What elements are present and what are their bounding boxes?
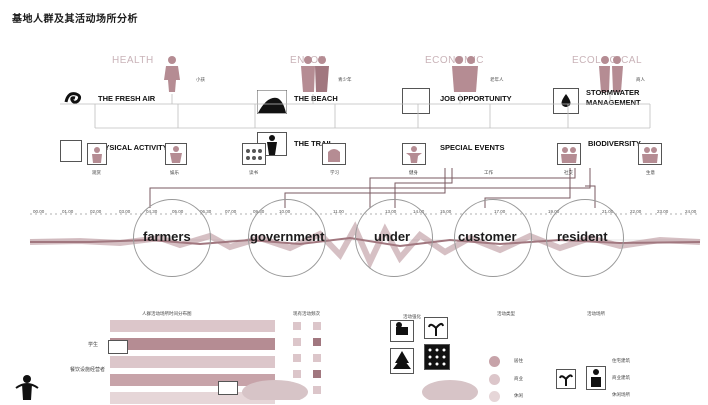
sprout-icon: [424, 317, 448, 339]
tree-silhouette-left: [240, 378, 310, 404]
page-title: 基地人群及其活动场所分析: [12, 14, 138, 25]
activity-fitness-icon: [402, 143, 426, 165]
place-icon-2: [586, 366, 606, 390]
tick-19: 24.00: [685, 209, 697, 214]
connector-lines: [60, 94, 651, 208]
dist-title: 人群活动场所时间分布图: [142, 311, 192, 316]
activity-read-icon: [242, 143, 266, 165]
activity-play-icon: [165, 143, 187, 165]
group-government: government: [250, 229, 325, 244]
activity-label-fitness: 健身: [409, 170, 418, 175]
value-beach: THE BEACH: [294, 94, 338, 103]
circle-under: [355, 199, 433, 277]
value-trail: THE TRAIL: [294, 139, 334, 148]
activity-label-watch: 观赏: [92, 170, 101, 175]
dist-bar-3: [110, 356, 275, 368]
elder-figure-icon: [448, 54, 482, 94]
activity-social-icon: [557, 143, 581, 165]
reading-person-icon: [390, 320, 414, 342]
dist-marker-1: [108, 340, 128, 354]
circle-customer: [454, 199, 532, 277]
solid-label: 活动强化: [403, 314, 421, 319]
type-dot-1: [489, 356, 500, 367]
tick-6: 06.30: [200, 209, 212, 214]
category-health: HEALTH: [112, 55, 154, 66]
row-label-student: 学生: [88, 342, 99, 348]
activity-label-play: 娱乐: [170, 170, 179, 175]
circle-farmers: [133, 199, 211, 277]
type-legend-1: 居住: [514, 358, 523, 363]
group-under: under: [374, 229, 411, 244]
tick-17: 22.00: [630, 209, 642, 214]
tick-0: 00.00: [33, 209, 45, 214]
type-legend-2: 商业: [514, 376, 523, 381]
row-label-vendor: 餐饮设施经营者: [70, 367, 106, 373]
tick-15: 19.00: [548, 209, 560, 214]
physical-box: [60, 140, 82, 162]
place-legend-2: 商业建筑: [612, 375, 630, 380]
circle-government: [248, 199, 326, 277]
dist-marker-2: [218, 381, 238, 395]
activity-label-social: 社交: [564, 170, 573, 175]
group-farmers: farmers: [143, 229, 191, 244]
tick-2: 02.00: [90, 209, 102, 214]
dist-bar-1: [110, 320, 275, 332]
person-with-hoop-icon: [12, 374, 42, 400]
activity-study-icon: [322, 143, 346, 165]
group-resident: resident: [557, 229, 608, 244]
tick-10: 11.00: [333, 209, 344, 214]
value-physical: PHYSICAL ACTIVITY: [94, 143, 168, 152]
group-customer: customer: [458, 229, 517, 244]
value-biodiversity: BIODIVERSITY: [588, 139, 641, 148]
tick-18: 23.00: [657, 209, 669, 214]
tick-1: 01.00: [62, 209, 74, 214]
place-title: 活动场所: [587, 311, 605, 316]
place-legend-1: 住宅建筑: [612, 358, 630, 363]
tick-3: 03.00: [119, 209, 131, 214]
category-who-child: 小孩: [196, 77, 205, 82]
category-who-elder: 老年人: [490, 77, 504, 82]
tree-silhouette-mid: [420, 376, 480, 404]
value-job: JOB OPPORTUNITY: [440, 94, 512, 103]
circle-resident: [546, 199, 624, 277]
category-who-merchant: 商人: [636, 77, 645, 82]
category-who-teen: 青少年: [338, 77, 352, 82]
tick-13: 15.00: [440, 209, 452, 214]
job-box: [402, 88, 430, 114]
tick-7: 07.00: [225, 209, 237, 214]
activity-label-read: 读书: [249, 170, 258, 175]
type-dot-2: [489, 374, 500, 385]
type-title: 活动类型: [497, 311, 515, 316]
place-icon-1: [556, 369, 576, 389]
value-special: SPECIAL EVENTS: [440, 143, 505, 152]
type-legend-3: 休闲: [514, 393, 523, 398]
teen-figure-icon: [298, 54, 332, 94]
place-legend-3: 休闲场所: [612, 392, 630, 397]
activity-label-study: 学习: [330, 170, 339, 175]
activity-watch-icon: [87, 143, 107, 165]
value-fresh-air: THE FRESH AIR: [98, 94, 156, 103]
freq-title: 现有活动频次: [293, 311, 320, 316]
dist-bar-2: [110, 338, 275, 350]
category-economic: ECONOMIC: [425, 55, 484, 66]
activity-business-icon: [638, 143, 662, 165]
value-stormwater: STORMWATER MANAGEMENT: [586, 88, 641, 107]
child-figure-icon: [158, 54, 186, 94]
merchant-figure-icon: [596, 54, 626, 94]
swirl-icon: [64, 90, 86, 108]
pattern-box: [424, 344, 450, 370]
tree-icon: [390, 348, 414, 374]
type-dot-3: [489, 391, 500, 402]
activity-label-work: 工作: [484, 170, 493, 175]
activity-label-business: 生意: [646, 170, 655, 175]
